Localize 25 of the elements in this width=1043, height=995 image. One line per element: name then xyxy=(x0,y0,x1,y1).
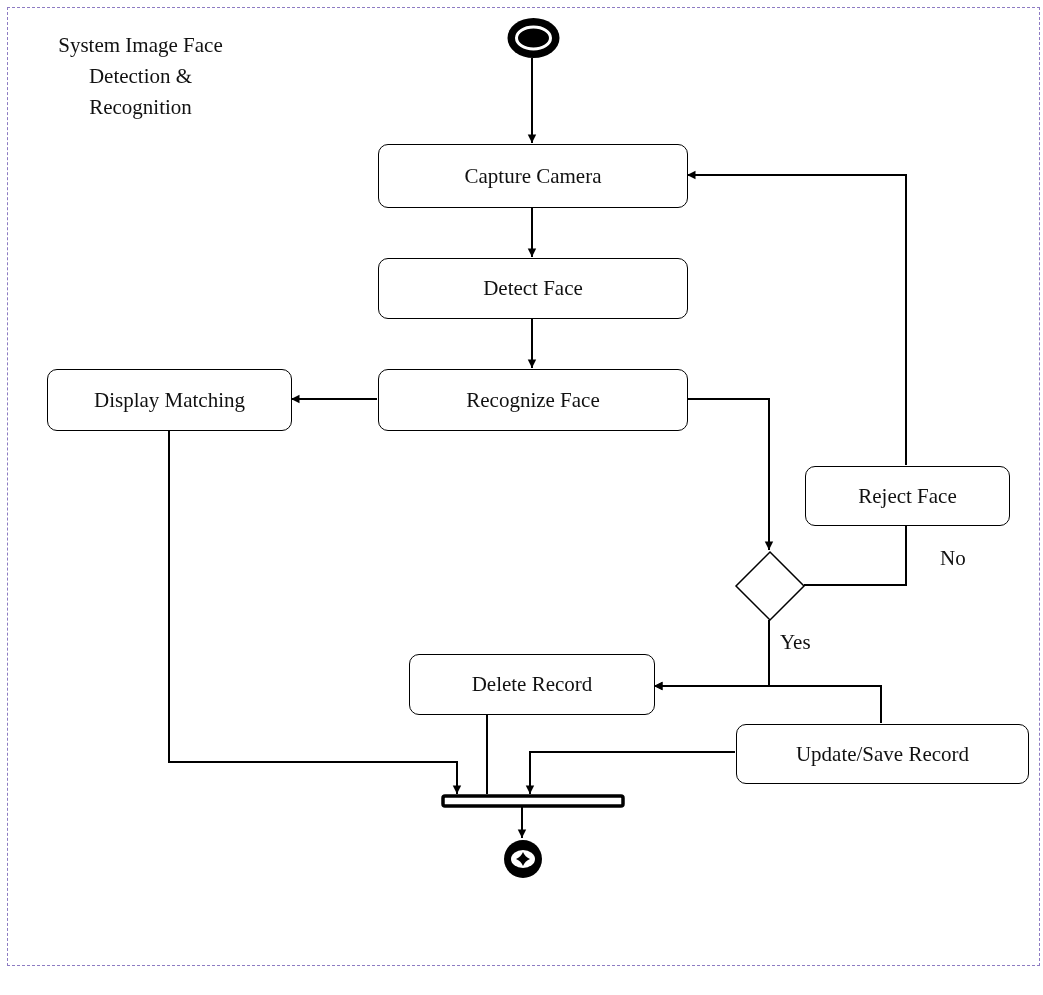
connector-line xyxy=(486,713,488,795)
arrow xyxy=(686,170,907,466)
join-bar xyxy=(442,795,624,807)
activity-box: Recognize Face xyxy=(378,369,688,431)
frame-title: System Image Face Detection & Recognition xyxy=(57,32,224,121)
dashed-frame xyxy=(7,7,1040,966)
connector-line xyxy=(803,524,907,586)
arrow xyxy=(525,751,736,795)
activity-box: Capture Camera xyxy=(378,144,688,208)
arrow xyxy=(653,681,882,724)
arrow xyxy=(686,398,774,551)
activity-box: Detect Face xyxy=(378,258,688,319)
arrow xyxy=(168,429,462,795)
arrow xyxy=(527,57,537,144)
activity-box: Update/Save Record xyxy=(736,724,1029,784)
end-node xyxy=(503,839,543,879)
activity-box: Reject Face xyxy=(805,466,1010,526)
start-node xyxy=(506,17,561,59)
activity-box: Delete Record xyxy=(409,654,655,715)
arrow xyxy=(527,206,537,258)
arrow xyxy=(527,317,537,369)
activity-box: Display Matching xyxy=(47,369,292,431)
decision-diamond xyxy=(735,551,805,621)
arrow xyxy=(517,805,527,839)
arrow xyxy=(290,394,378,404)
